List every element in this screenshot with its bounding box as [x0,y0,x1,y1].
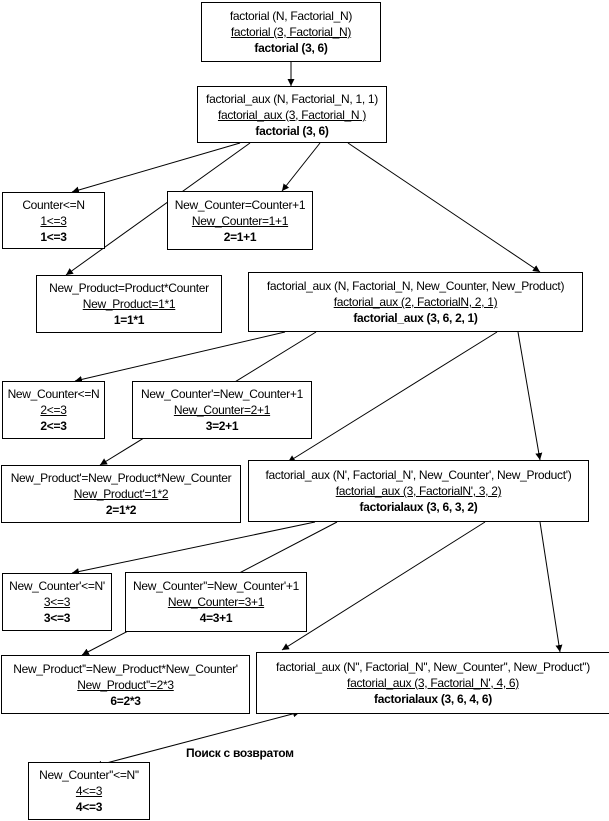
goal-box-counter-check-2: New_Counter<=N 2<=3 2<=3 [2,381,105,439]
box-line-instance: New_Product'=1*2 [73,487,169,501]
edge-n2-n4 [281,142,321,192]
edge-n2-n5 [65,142,251,276]
box-line-instance: 4<=3 [75,784,103,798]
box-line-result: factorial_aux (3, 6, 2, 1) [353,311,478,325]
box-line-rule: New_Counter'=New_Counter+1 [141,387,303,401]
box-line-instance: factorial_aux (3, Factorial_N', 4, 6) [347,676,519,690]
box-line-rule: factorial_aux (N', Factorial_N', New_Cou… [265,468,572,482]
box-line-result: factorialaux (3, 6, 3, 2) [359,500,478,514]
edge-n6-n10a [287,331,498,463]
box-line-instance: New_Counter=2+1 [173,403,271,417]
box-line-result: 2<=3 [40,419,67,433]
box-line-instance: factorial_aux (2, FactorialN, 2, 1) [333,295,498,309]
box-line-rule: New_Product''=New_Product*New_Counter' [13,661,238,676]
box-line-instance: 3<=3 [43,595,71,609]
box-line-instance: factorial_aux (3, Factorial_N ) [217,107,367,122]
goal-box-factorial-aux-2: factorial_aux (N, Factorial_N, New_Count… [248,272,583,332]
goal-box-counter-increment-3: New_Counter''=New_Counter'+1 New_Counter… [125,572,307,632]
goal-box-counter-check-1: Counter<=N 1<=3 1<=3 [2,192,105,249]
goal-box-counter-increment-1: New_Counter=Counter+1 New_Counter=1+1 2=… [167,191,313,250]
box-line-result: factorial (3, 6) [254,41,328,55]
box-line-result: 2=1+1 [223,229,257,244]
box-line-rule: factorial_aux (N'', Factorial_N'', New_C… [276,660,590,674]
backtracking-caption: Поиск с возвратом [186,746,294,760]
box-line-result: 6=2*3 [110,693,141,708]
box-line-result: 4=3+1 [199,611,233,625]
goal-box-factorial-aux: factorial_aux (N, Factorial_N, 1, 1) fac… [197,86,387,143]
box-line-result: factorialaux (3, 6, 4, 6) [374,692,492,706]
box-line-rule: New_Product'=New_Product*New_Counter [10,471,232,485]
edge-n6-n10b [517,331,543,461]
box-line-rule: factorial_aux (N, Factorial_N, 1, 1) [206,91,378,106]
box-line-instance: New_Counter=3+1 [167,595,265,609]
goal-box-product-2: New_Product'=New_Product*New_Counter New… [1,465,241,523]
edge-n2-n3 [71,142,241,194]
box-line-result: 3<=3 [43,611,71,625]
box-line-instance: New_Counter=1+1 [191,213,289,228]
box-line-rule: factorial_aux (N, Factorial_N, New_Count… [266,279,565,293]
box-line-rule: New_Product=Product*Counter [49,281,209,295]
box-line-instance: 2<=3 [40,403,67,417]
goal-box-product-3: New_Product''=New_Product*New_Counter' N… [1,655,250,714]
box-line-rule: New_Counter'<=N' [9,579,105,593]
box-line-instance: New_Product=1*1 [82,297,176,311]
box-line-result: 1<=3 [40,229,67,244]
edge-n10-n11 [71,521,316,575]
goal-box-factorial-aux-3: factorial_aux (N', Factorial_N', New_Cou… [248,460,589,522]
goal-box-factorial-aux-4: factorial_aux (N'', Factorial_N'', New_C… [256,652,609,714]
edge-n10-n14b [539,521,563,653]
box-line-result: 3=2+1 [205,419,239,433]
box-line-rule: New_Counter''<=N'' [39,768,139,782]
goal-box-product-1: New_Product=Product*Counter New_Product=… [36,275,222,333]
goal-box-counter-check-3: New_Counter'<=N' 3<=3 3<=3 [2,573,112,631]
box-line-rule: factorial (N, Factorial_N) [229,9,353,23]
box-line-instance: factorial_aux (3, FactorialN', 3, 2) [335,484,502,498]
goal-box-factorial: factorial (N, Factorial_N) factorial (3,… [201,2,381,62]
box-line-result: 1=1*1 [113,313,145,327]
goal-box-counter-check-4: New_Counter''<=N'' 4<=3 4<=3 [28,762,150,820]
edge-n10-n14a [281,521,486,651]
box-line-result: 2=1*2 [105,503,137,517]
goal-box-counter-increment-2: New_Counter'=New_Counter+1 New_Counter=2… [132,381,312,439]
box-line-rule: New_Counter''=New_Counter'+1 [133,579,299,593]
edge-n2-n6 [347,142,541,273]
box-line-instance: 1<=3 [40,213,67,228]
box-line-rule: New_Counter=Counter+1 [174,197,306,212]
box-line-rule: New_Counter<=N [7,387,100,401]
box-line-rule: Counter<=N [22,197,85,212]
box-line-result: factorial (3, 6) [255,123,329,138]
box-line-instance: factorial (3, Factorial_N) [230,25,352,39]
box-line-result: 4<=3 [75,800,103,814]
edge-n6-n7 [74,331,286,383]
box-line-instance: New_Product''=2*3 [77,677,174,692]
edge-backtrack [94,710,301,768]
